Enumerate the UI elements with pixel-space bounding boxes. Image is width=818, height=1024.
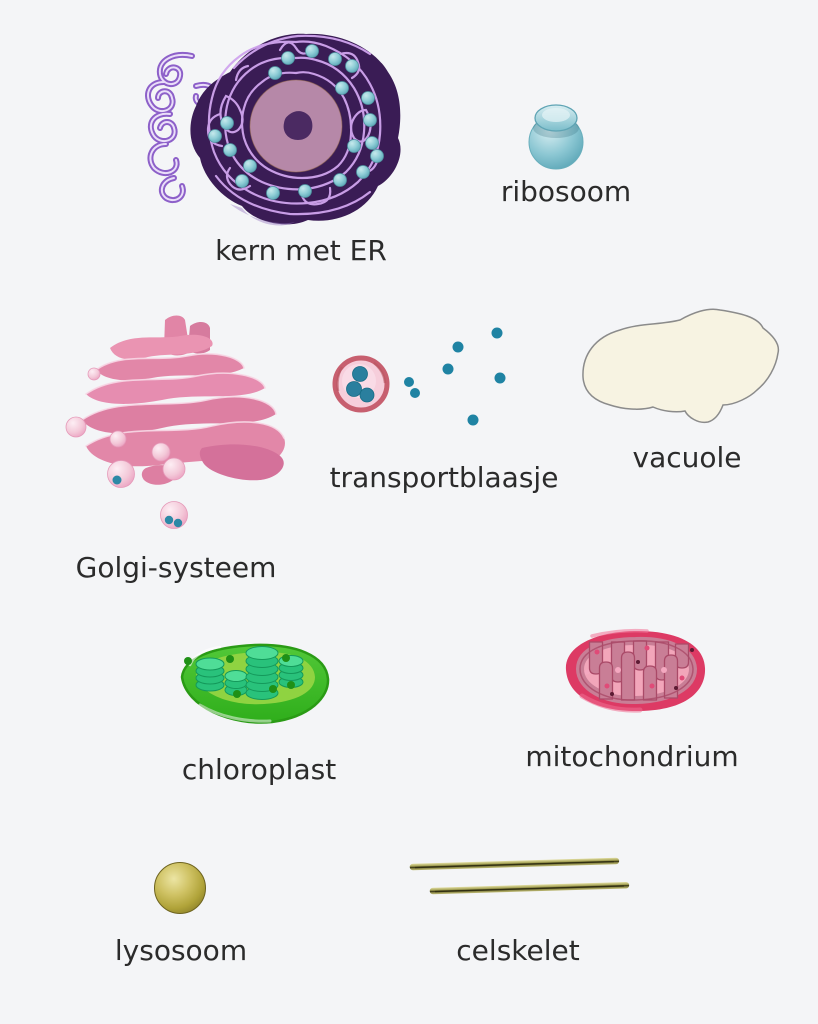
transport-vesicle-icon <box>332 327 506 426</box>
vacuole-label: vacuole <box>632 441 742 474</box>
transport-vesicle <box>332 355 390 413</box>
golgi-cisternae <box>81 315 285 485</box>
mitochondrion-figure <box>552 622 717 722</box>
golgi-icon <box>65 315 285 529</box>
chloroplast-label: chloroplast <box>181 753 337 786</box>
er-ribosome-dots <box>208 44 384 200</box>
matrix-granules <box>584 645 694 696</box>
cristae <box>588 640 690 701</box>
scattered-cargo-dots <box>404 327 506 426</box>
lysosome-label: lysosoom <box>114 934 248 967</box>
lysosome-body <box>154 862 206 914</box>
nucleolus <box>283 111 313 140</box>
golgi-figure <box>62 312 297 540</box>
lysosome-figure <box>153 861 207 915</box>
cytoskeleton-figure <box>408 852 633 900</box>
vacuole-figure <box>580 305 785 430</box>
lysosome-icon <box>154 862 206 914</box>
ribosome-label: ribosoom <box>500 175 632 208</box>
golgi-label: Golgi-systeem <box>75 551 277 584</box>
cytoskeleton-icon <box>409 857 630 895</box>
golgi-vesicle-cargo-dots <box>112 475 183 528</box>
chloroplast-icon <box>180 643 330 724</box>
stroma-dots <box>184 654 295 698</box>
nucleus-with-er-label: kern met ER <box>215 234 387 267</box>
transport-vesicle-label: transportblaasje <box>329 461 559 494</box>
cytoskeleton-label: celskelet <box>456 934 580 967</box>
mitochondrion-label: mitochondrium <box>525 740 739 773</box>
mitochondrion-icon <box>565 628 706 713</box>
vacuole-icon <box>582 308 780 424</box>
nucleus-with-er-icon <box>145 33 401 226</box>
chloroplast-figure <box>170 635 338 729</box>
nucleus-with-er-figure <box>130 26 452 234</box>
ribosome-figure <box>525 100 589 172</box>
ribosome-icon <box>528 104 584 170</box>
microtubule-filament <box>409 857 620 871</box>
vacuole-blob <box>582 308 780 424</box>
transport-vesicle-figure <box>330 325 510 430</box>
er-membrane-lines <box>206 34 382 216</box>
microtubule-filament <box>429 882 630 895</box>
